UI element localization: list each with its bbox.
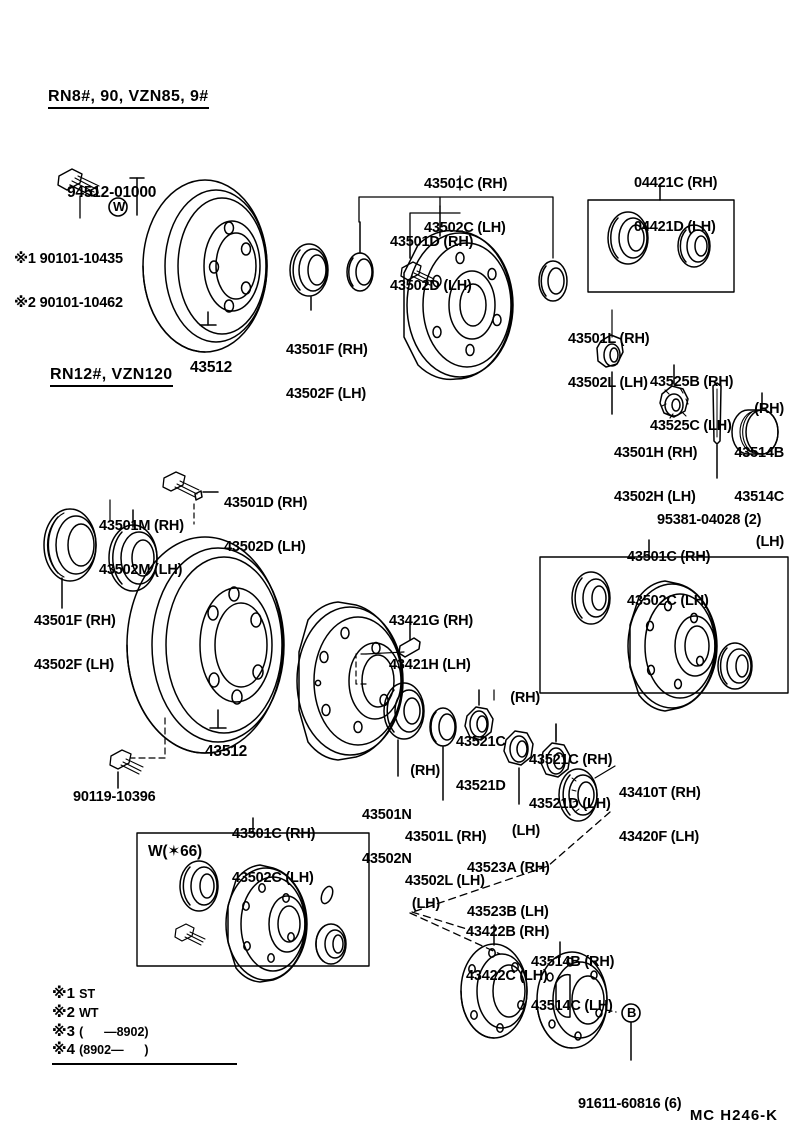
washer-43501l-upper	[538, 260, 568, 302]
label-43501l-upper: 43501L (RH) 43502L (LH)	[568, 330, 650, 391]
bearing-43501f-upper	[289, 243, 329, 311]
label-43501l-lower: 43501L (RH) 43502L (LH)	[405, 828, 487, 889]
label-43501d-lower: 43501D (RH) 43502D (LH)	[224, 494, 308, 555]
label-04421c: 04421C (RH) 04421D (LH)	[634, 174, 718, 235]
legend-text: (8902— )	[79, 1043, 149, 1058]
label-95381-04028: 95381-04028 (2)	[657, 511, 762, 528]
legend-row: ※2 WT	[52, 1004, 237, 1023]
label-43501f-upper: 43501F (RH) 43502F (LH)	[286, 341, 368, 402]
label-43501d-upper: 43501D (RH) 43502D (LH)	[390, 233, 474, 294]
w-mark-glyph: W	[113, 199, 126, 214]
legend-text: ST	[79, 987, 96, 1001]
label-91611-60816: 91611-60816 (6)	[578, 1095, 682, 1112]
label-w66: W(✶66)	[148, 842, 202, 860]
legend-mark: ※3	[52, 1022, 75, 1040]
legend-notes: ※1 ST ※2 WT ※3 ( —8902) ※4 (8902— )	[52, 985, 237, 1065]
ring-upper-small	[346, 221, 374, 292]
diagram-code: MC H246-K	[689, 1107, 778, 1124]
label-43514b-upper: (RH) 43514B 43514C (LH)	[734, 400, 784, 550]
legend-row: ※4 (8902— )	[52, 1041, 237, 1060]
label-43521c-b: 43521C (RH) 43521D (LH)	[529, 751, 613, 812]
legend-text: ( —8902)	[79, 1024, 149, 1039]
label-43501c-w66box: 43501C (RH) 43502C (LH)	[232, 825, 316, 886]
label-43525b: 43525B (RH) 43525C (LH)	[650, 373, 734, 434]
label-43501n: (RH) 43501N 43502N (LH)	[362, 762, 440, 912]
label-90101-notes: ※1 90101-10435 ※2 90101-10462	[14, 250, 123, 311]
label-43512-upper: 43512	[190, 358, 233, 376]
legend-mark: ※2	[52, 1003, 75, 1021]
label-43523a: 43523A (RH) 43523B (LH)	[467, 859, 550, 920]
label-43501f-lower: 43501F (RH) 43502F (LH)	[34, 612, 116, 673]
label-43501c-upper: 43501C (RH) 43502C (LH)	[424, 175, 508, 236]
label-43421g: 43421G (RH) 43421H (LH)	[389, 612, 474, 673]
legend-mark: ※4	[52, 1041, 75, 1059]
legend-mark: ※1	[52, 985, 75, 1002]
label-94512-01000: 94512-01000	[67, 183, 157, 201]
label-90119-10396: 90119-10396	[73, 788, 156, 805]
label-43501m: 43501M (RH) 43502M (LH)	[99, 517, 184, 578]
label-43410t: 43410T (RH) 43420F (LH)	[619, 784, 701, 845]
label-43512-lower: 43512	[205, 742, 248, 760]
legend-row: ※1 ST	[52, 985, 237, 1004]
label-43422b: 43422B (RH) 43422C (LH)	[466, 923, 550, 984]
legend-text: WT	[79, 1005, 99, 1020]
section-header-2: RN12#, VZN120	[50, 366, 173, 387]
label-43501c-right: 43501C (RH) 43502C (LH)	[627, 548, 711, 609]
label-43514b-lower: 43514B (RH) 43514C (LH)	[531, 953, 615, 1014]
label-43521c-a: (RH) 43521C 43521D (LH)	[456, 689, 540, 839]
legend-row: ※3 ( —8902)	[52, 1023, 237, 1042]
brake-disc-43512-upper	[142, 179, 268, 353]
label-43501h: 43501H (RH) 43502H (LH)	[614, 444, 698, 505]
b-mark-glyph: B	[627, 1005, 637, 1020]
section-header-1: RN8#, 90, VZN85, 9#	[48, 88, 209, 109]
